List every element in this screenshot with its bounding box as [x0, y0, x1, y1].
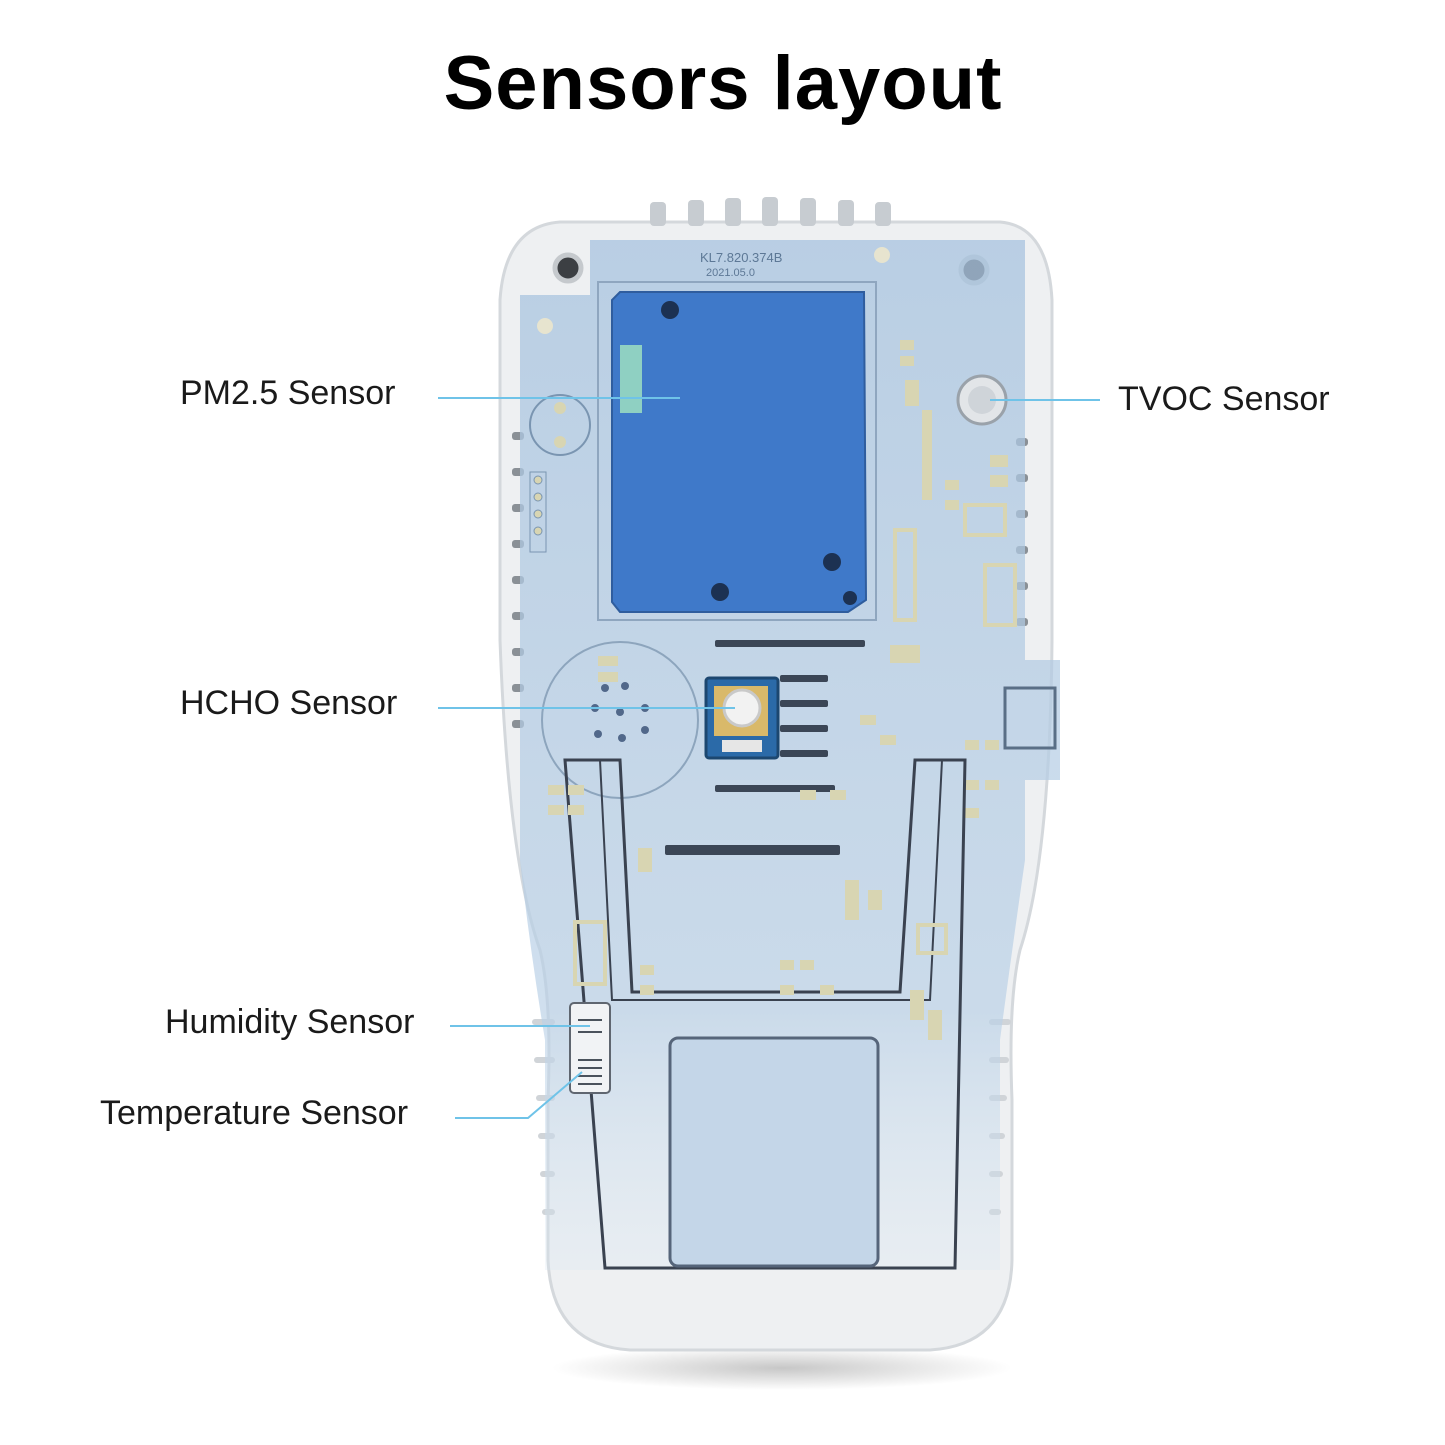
tvoc-sensor-label: TVOC Sensor: [1118, 380, 1330, 418]
pm25-module: [611, 291, 868, 613]
sensor-comb: [578, 1019, 602, 1085]
usb-port: [1003, 686, 1057, 750]
leader-line-temperature: [455, 1071, 583, 1119]
pm25-module-frame: [597, 281, 877, 621]
humidity-temperature-probe: [569, 1002, 611, 1094]
battery-window: [668, 1036, 880, 1268]
board-date-code: 2021.05.0: [706, 267, 755, 279]
pm25-fan-inlet: [620, 345, 642, 413]
humidity-sensor-label: Humidity Sensor: [165, 1003, 415, 1041]
device-shadow: [552, 1346, 1012, 1390]
buzzer: [529, 394, 591, 456]
speaker-grille: [541, 641, 699, 799]
pm25-sensor-label: PM2.5 Sensor: [180, 374, 396, 412]
top-vents: [650, 197, 891, 226]
kickstand-outline: [563, 758, 967, 1270]
temperature-sensor-label: Temperature Sensor: [100, 1094, 409, 1132]
page-title: Sensors layout: [443, 41, 1003, 126]
board-model-code: KL7.820.374B: [700, 250, 782, 265]
hcho-sensor-label: HCHO Sensor: [180, 684, 398, 722]
screw-hole-left: [552, 252, 584, 284]
